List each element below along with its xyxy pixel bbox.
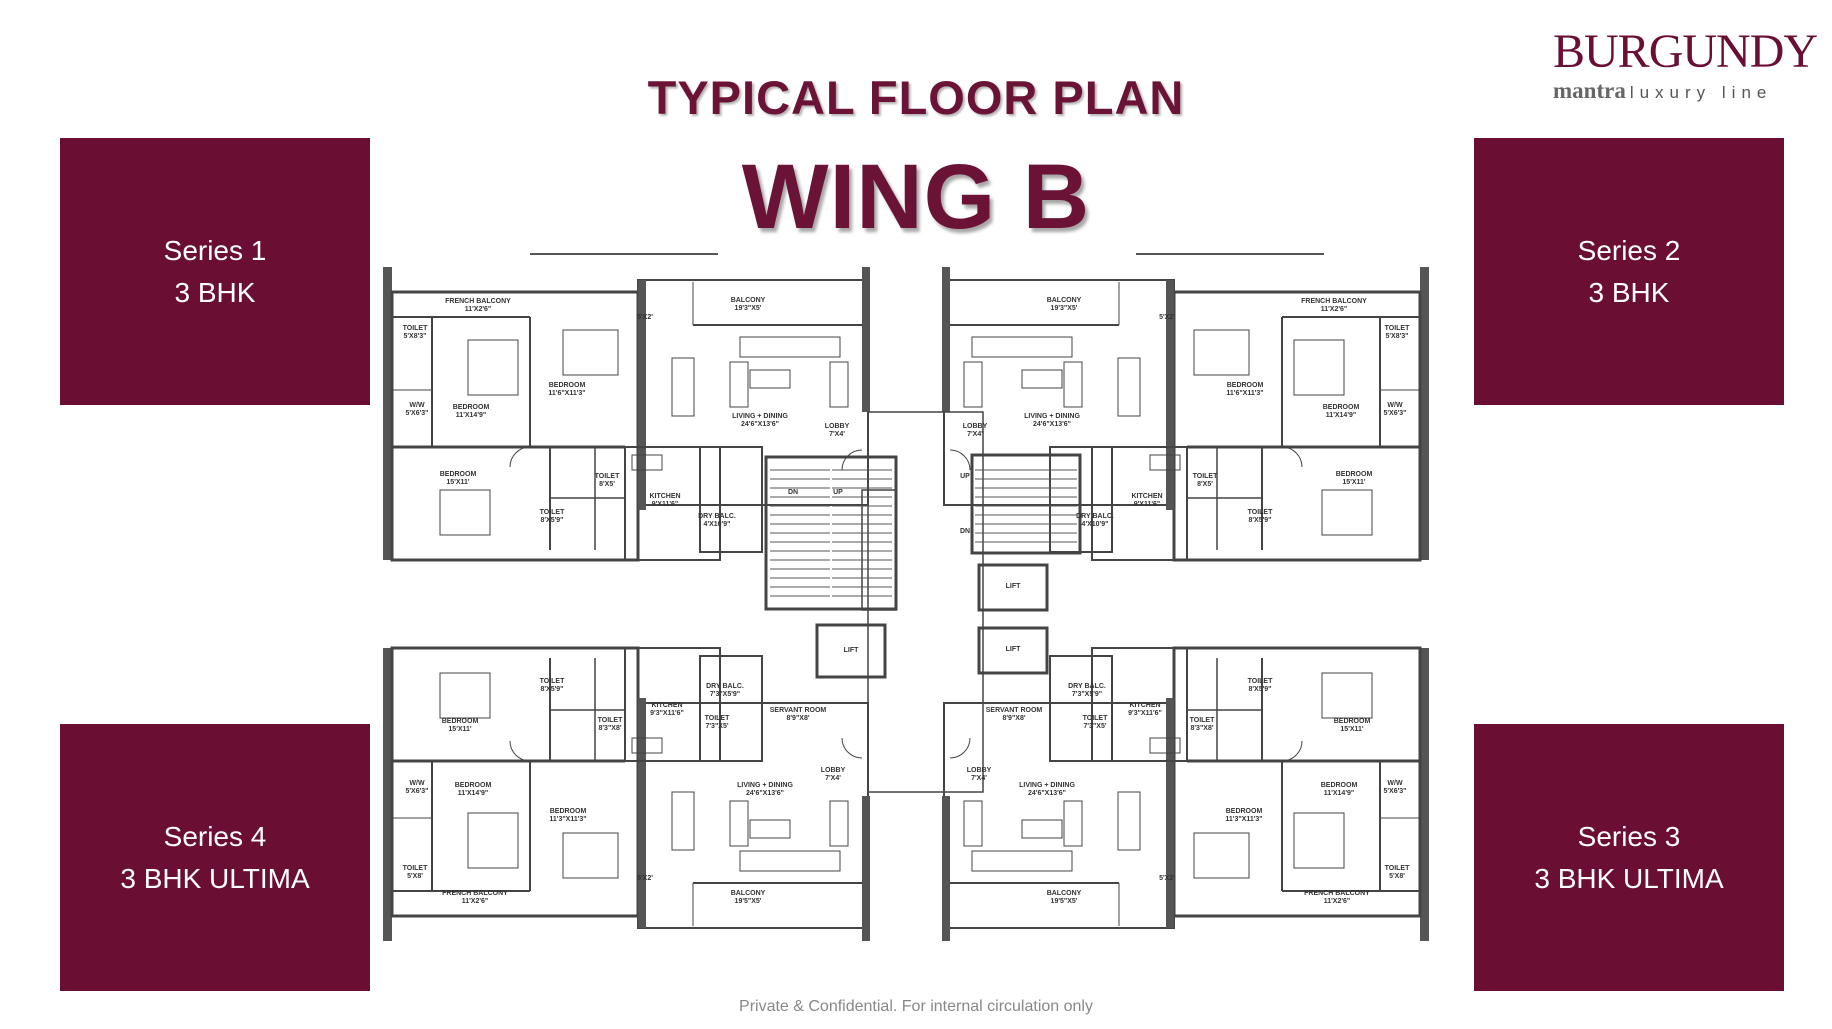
series-name: Series 1 (163, 234, 267, 266)
series-type: 3 BHK (174, 276, 256, 308)
room-label: 5'X2' (637, 314, 653, 321)
room-label: 5'X2' (1159, 875, 1175, 882)
series-name: Series 4 (163, 820, 267, 852)
page-title: TYPICAL FLOOR PLAN (647, 71, 1185, 124)
central-core (764, 411, 1082, 793)
room-label: 5'X2' (1159, 314, 1175, 321)
room-label: DRY BALC.7'3"X5'9" (1068, 683, 1106, 698)
series-4-box: Series 4 3 BHK ULTIMA (60, 724, 370, 991)
logo-sub: mantra (1553, 78, 1626, 103)
wing-title: WING B (741, 146, 1091, 248)
logo-tagline: luxury line (1629, 83, 1773, 102)
room-label: 5'X2' (637, 875, 653, 882)
unit-series-3-walls (940, 646, 1431, 943)
series-3-box: Series 3 3 BHK ULTIMA (1474, 724, 1784, 991)
lift-label: LIFT (1006, 583, 1021, 590)
room-label: DRY BALC.7'3"X5'9" (706, 683, 744, 698)
series-type: 3 BHK ULTIMA (1534, 862, 1724, 894)
logo-brand: BURGUNDY (1553, 25, 1818, 78)
series-1-box: Series 1 3 BHK (60, 138, 370, 405)
footer-note: Private & Confidential. For internal cir… (739, 998, 1093, 1015)
unit-series-4-walls (381, 646, 872, 943)
series-name: Series 2 (1577, 234, 1681, 266)
room-label: DRY BALC.4'X10'9" (1076, 513, 1114, 528)
room-label: DRY BALC.4'X10'9" (698, 513, 736, 528)
stair-label: UP (833, 489, 843, 496)
series-type: 3 BHK (1588, 276, 1670, 308)
series-name: Series 3 (1577, 820, 1681, 852)
divider-right (1136, 253, 1324, 255)
stair-label: DN (788, 489, 798, 496)
lift-label: LIFT (1006, 646, 1021, 653)
series-2-box: Series 2 3 BHK (1474, 138, 1784, 405)
stair-label: UP (960, 473, 970, 480)
lift-label: LIFT (844, 647, 859, 654)
series-type: 3 BHK ULTIMA (120, 862, 310, 894)
divider-left (530, 253, 718, 255)
stair-label: DN (960, 528, 970, 535)
